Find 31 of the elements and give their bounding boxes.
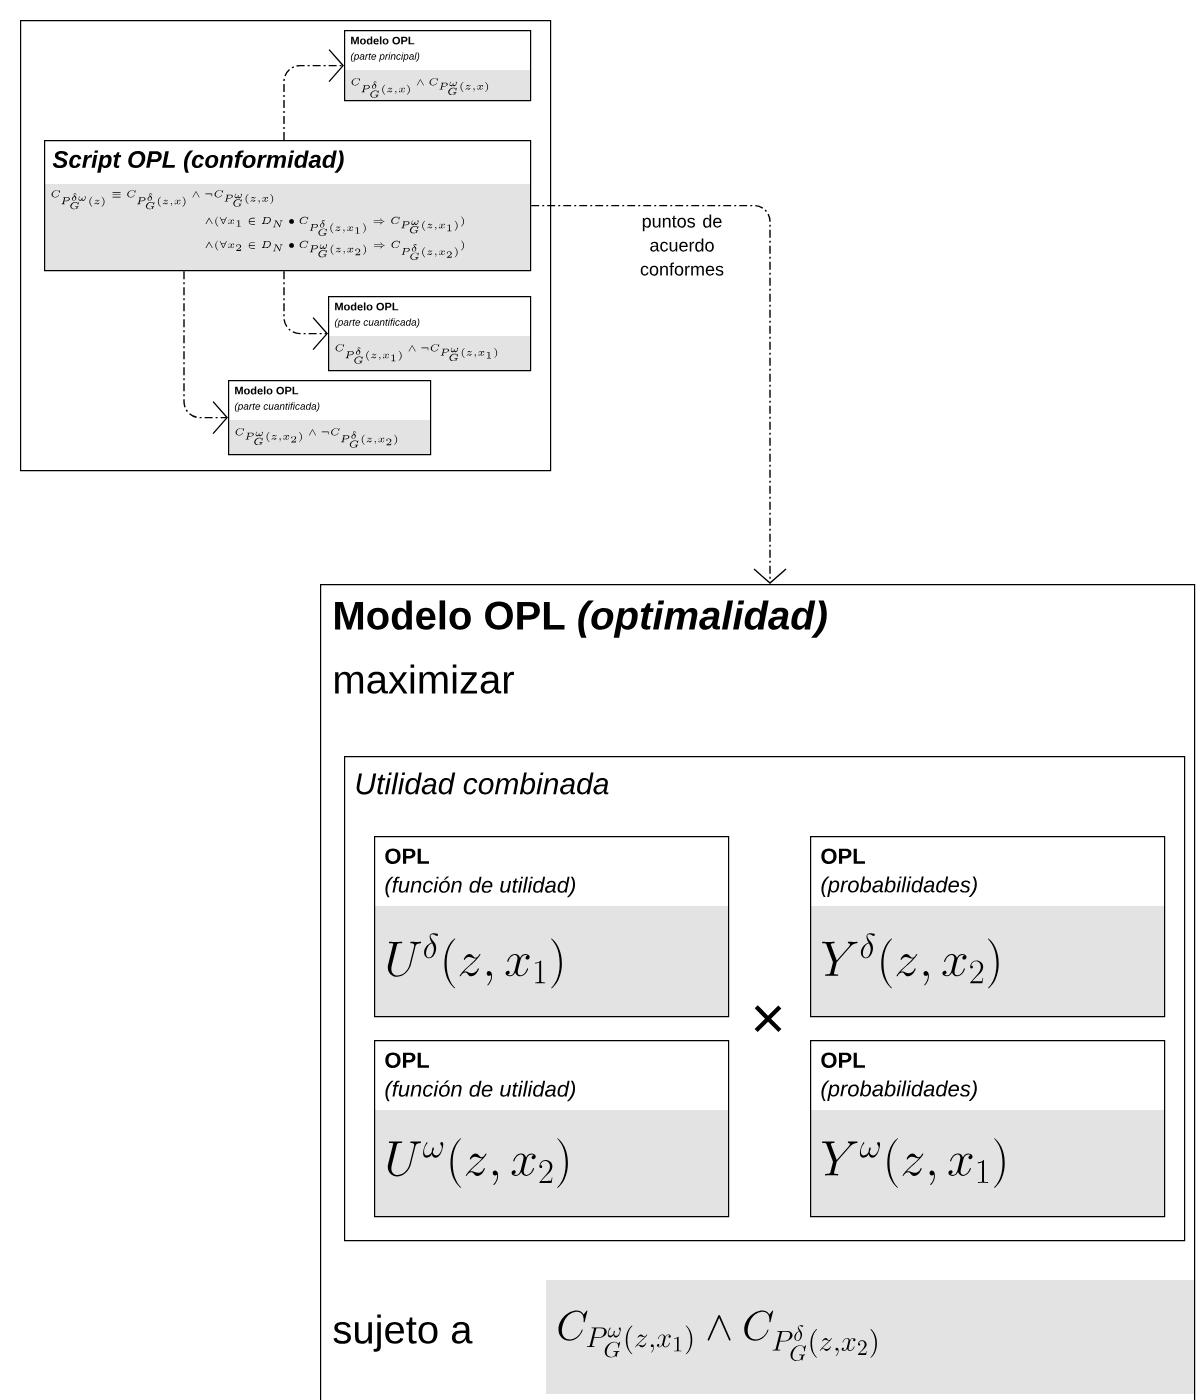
multiply-sign: × <box>754 1005 782 1033</box>
formula-box: $C_{P_G^{\omega}(z,x_1)} \wedge C_{P_G^{\delta}(z,x_2)}$ <box>546 1280 1194 1394</box>
box-heading: OPL <box>821 1052 865 1068</box>
arrow <box>530 204 787 584</box>
formula: $C_{P_G^{\delta}(z,x_1)} \wedge \neg C_{P_G^{\omega}(z,x_1)}$ <box>335 344 498 364</box>
box-text: maximizar <box>335 664 514 694</box>
frame-box <box>20 20 552 472</box>
formula: $\wedge (\forall x_1 \in D_N \bullet C_{P_G^{\delta}(z,x_1)} \Rightarrow C_{P_G^{\omega}(z,x_1)})$ <box>205 216 465 236</box>
box-text: sujeto a <box>333 1314 473 1352</box>
box-subtitle: (función de utilidad) <box>385 876 576 898</box>
box-subtitle: (función de utilidad) <box>385 1080 576 1102</box>
box-heading: Utilidad combinada <box>356 772 609 795</box>
box-heading: OPL <box>821 848 865 864</box>
formula: $C_{P_G^{\delta\omega}(z)} \equiv C_{P_G^{\delta}(z,x)} \wedge \neg C_{P_G^{\omega}(z,x)}$ <box>51 190 274 210</box>
box-heading: OPL <box>385 848 429 864</box>
edge-label: puntos de acuerdo conformes <box>618 212 746 278</box>
box-heading: OPL <box>385 1052 429 1068</box>
formula: $U^{\omega}(z,x_2)$ <box>387 1138 568 1188</box>
formula: $\wedge (\forall x_2 \in D_N \bullet C_{P_G^{\omega}(z,x_2)} \Rightarrow C_{P_G^{\delta}(z,x_2)})$ <box>205 240 465 260</box>
box-subtitle: (probabilidades) <box>821 876 977 897</box>
arrow <box>183 270 228 435</box>
arrow <box>283 48 344 141</box>
formula: $C_{P_G^{\omega}(z,x_2)} \wedge \neg C_{P_G^{\delta}(z,x_2)}$ <box>235 428 398 448</box>
formula: $C_{P_G^{\delta}(z,x)} \wedge C_{P_G^{\omega}(z,x)}$ <box>351 78 489 98</box>
box-subtitle: (probabilidades) <box>821 1080 977 1101</box>
box-heading: Modelo OPL (optimalidad) <box>335 600 827 638</box>
formula: $Y^{\delta}(z,x_2)$ <box>822 933 999 989</box>
formula: $Y^{\omega}(z,x_1)$ <box>822 1138 1005 1188</box>
arrow <box>283 270 328 351</box>
formula: $U^{\delta}(z,x_1)$ <box>387 933 562 989</box>
box-heading: Script OPL (conformidad) <box>52 150 344 173</box>
